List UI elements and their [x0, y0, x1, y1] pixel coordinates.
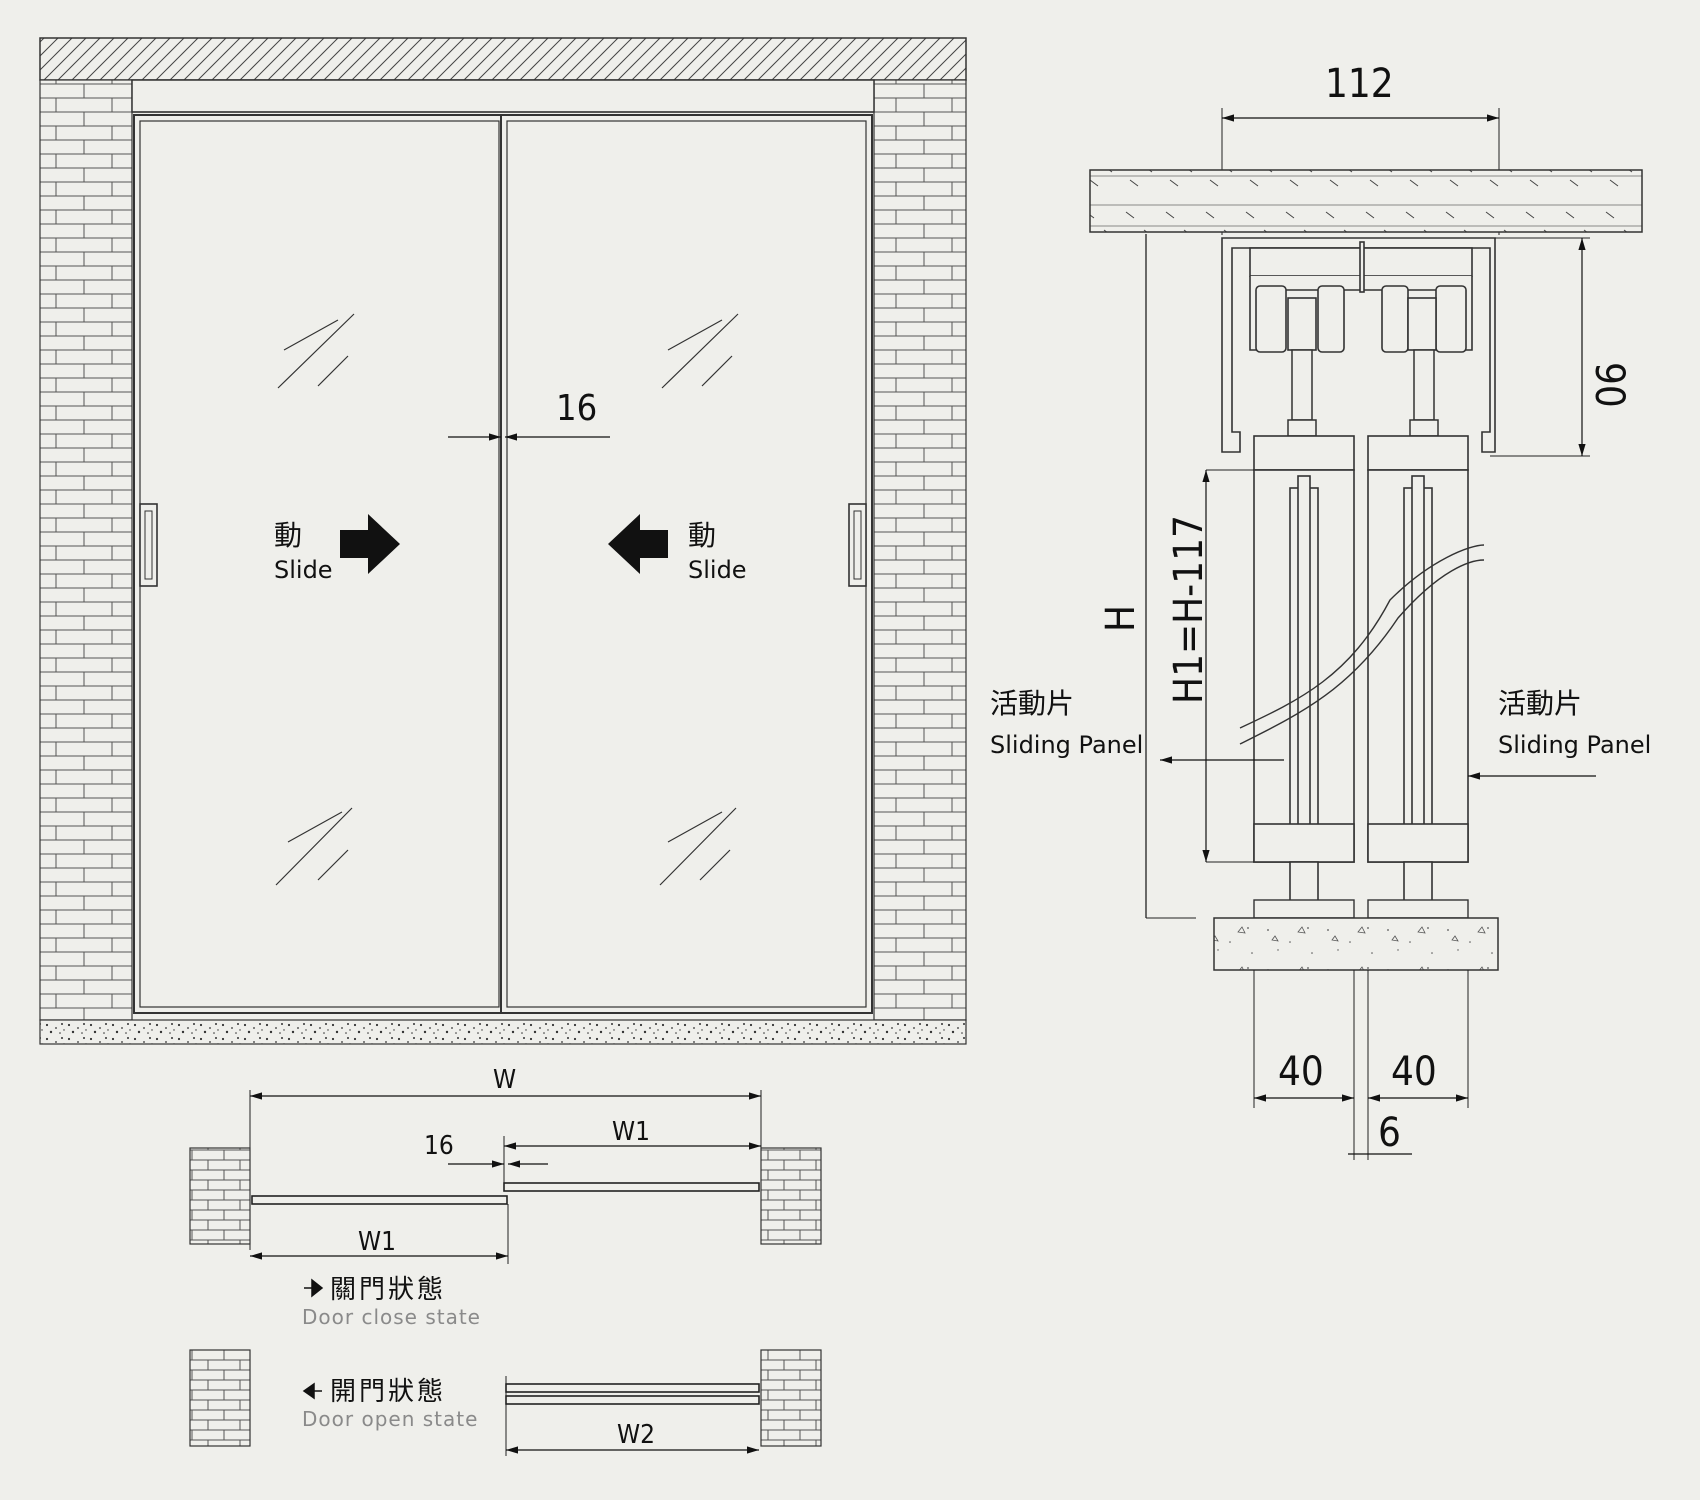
left-door-handle — [139, 503, 158, 587]
floor-concrete — [1213, 917, 1499, 971]
slide-right-arrow — [340, 514, 400, 574]
plan-left-wall-closed — [189, 1147, 251, 1245]
right-door-handle — [848, 503, 867, 587]
panel-width-top-dim: W1 — [612, 1117, 650, 1147]
glass-reflection-marks — [275, 313, 739, 886]
right-brick-wall — [873, 79, 967, 1021]
floor-slab — [39, 1019, 967, 1045]
plan-left-panel-closed — [251, 1195, 508, 1205]
left-panel-width-dim: 40 — [1278, 1049, 1324, 1095]
ceiling-beam — [39, 37, 967, 81]
right-slide-en: Slide — [688, 556, 747, 584]
slide-left-arrow — [608, 514, 668, 574]
left-panel-label-en: Sliding Panel — [990, 731, 1143, 759]
close-state-arrow-icon — [304, 1278, 324, 1298]
left-door-panel — [133, 114, 506, 1014]
right-panel-width-dim: 40 — [1391, 1049, 1437, 1095]
right-panel-label-en: Sliding Panel — [1498, 731, 1651, 759]
hanger-rods — [1287, 349, 1439, 437]
panel-height-dim: H1=H-117 — [1166, 515, 1212, 704]
open-state-zh: 開門狀態 — [330, 1377, 446, 1407]
top-track — [1221, 237, 1496, 453]
open-width-dim: W2 — [617, 1420, 655, 1450]
plan-right-wall-closed — [760, 1147, 822, 1245]
center-gap-dim: 16 — [556, 388, 597, 429]
panel-gap-dim: 6 — [1378, 1110, 1401, 1156]
left-panel-label-zh: 活動片 — [990, 687, 1074, 720]
panel-width-bottom-dim: W1 — [358, 1227, 396, 1257]
overlap-dim: 16 — [424, 1131, 454, 1161]
right-panel-label-zh: 活動片 — [1498, 687, 1582, 720]
left-slide-zh: 動 — [274, 519, 302, 552]
plan-right-wall-open — [760, 1349, 822, 1447]
track-height-dim: 90 — [1586, 362, 1632, 408]
plan-left-wall-open — [189, 1349, 251, 1447]
right-door-panel — [500, 114, 873, 1014]
plan-panel-open-front — [505, 1383, 760, 1393]
open-state-arrow-icon — [302, 1382, 322, 1400]
door-elevation: 16 動 Slide 動 Slide — [39, 37, 967, 1045]
top-frame — [131, 79, 875, 113]
overall-width-dim: W — [493, 1065, 516, 1095]
left-brick-wall — [39, 79, 133, 1021]
plan-panel-open-back — [505, 1395, 760, 1405]
sliding-panels-section — [1253, 435, 1469, 903]
close-state-en: Door close state — [302, 1305, 481, 1329]
right-slide-zh: 動 — [688, 519, 716, 552]
open-state-en: Door open state — [302, 1407, 478, 1431]
break-line — [1239, 544, 1485, 745]
door-plan: W W1 16 W1 關門狀態 Door close state 開門狀態 Do… — [189, 1065, 822, 1456]
left-slide-en: Slide — [274, 556, 333, 584]
plan-right-panel-closed — [503, 1182, 760, 1192]
top-width-dim: 112 — [1325, 61, 1394, 107]
close-state-zh: 關門狀態 — [330, 1275, 446, 1305]
track-section: 112 90 — [990, 61, 1651, 1160]
total-height-dim: H — [1098, 605, 1144, 632]
floor-guide — [1253, 899, 1355, 919]
ceiling-board — [1089, 169, 1643, 233]
